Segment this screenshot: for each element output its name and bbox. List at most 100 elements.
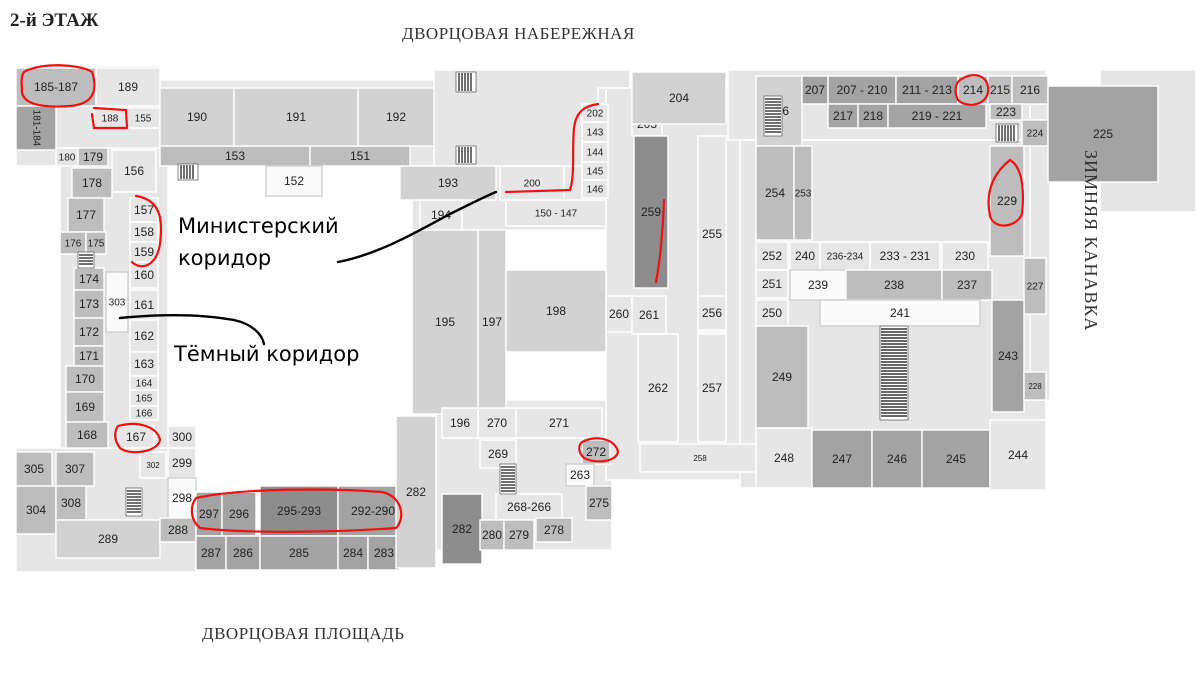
room-227[interactable]: 227 xyxy=(1023,257,1047,315)
room-216[interactable]: 216 xyxy=(1011,75,1049,105)
room-300[interactable]: 300 xyxy=(167,425,197,449)
room-185-187[interactable]: 185-187 xyxy=(15,67,97,107)
room-286[interactable]: 286 xyxy=(225,535,261,571)
room-192[interactable]: 192 xyxy=(357,87,435,147)
room-150-147[interactable]: 150 - 147 xyxy=(505,199,607,227)
room-275[interactable]: 275 xyxy=(585,485,613,521)
room-171[interactable]: 171 xyxy=(73,345,105,367)
room-246[interactable]: 246 xyxy=(871,429,923,489)
room-236-234[interactable]: 236-234 xyxy=(819,241,871,271)
room-196[interactable]: 196 xyxy=(441,407,479,439)
room-241[interactable]: 241 xyxy=(819,299,981,327)
room-207[interactable]: 207 xyxy=(801,75,829,105)
room-230[interactable]: 230 xyxy=(941,241,989,271)
room-229[interactable]: 229 xyxy=(989,145,1025,257)
room-197[interactable]: 197 xyxy=(477,229,507,415)
room-190[interactable]: 190 xyxy=(159,87,235,147)
room-217[interactable]: 217 xyxy=(827,103,859,129)
room-188[interactable]: 188 xyxy=(93,107,127,129)
room-248[interactable]: 248 xyxy=(755,427,813,489)
room-223[interactable]: 223 xyxy=(989,103,1023,121)
room-195[interactable]: 195 xyxy=(411,229,479,415)
room-191[interactable]: 191 xyxy=(233,87,359,147)
room-269[interactable]: 269 xyxy=(479,439,517,469)
room-278[interactable]: 278 xyxy=(535,517,573,543)
room-224[interactable]: 224 xyxy=(1021,119,1049,147)
room-168[interactable]: 168 xyxy=(65,421,109,449)
room-167[interactable]: 167 xyxy=(117,425,155,449)
room-189[interactable]: 189 xyxy=(95,67,161,107)
room-181-184[interactable]: 181-184 xyxy=(15,105,57,151)
room-204[interactable]: 204 xyxy=(631,71,727,125)
room-279[interactable]: 279 xyxy=(503,519,535,551)
room-180[interactable]: 180 xyxy=(55,147,79,167)
room-178[interactable]: 178 xyxy=(71,167,113,199)
room-193[interactable]: 193 xyxy=(399,165,497,201)
room-254[interactable]: 254 xyxy=(755,145,795,241)
room-307[interactable]: 307 xyxy=(55,451,95,487)
room-233-231[interactable]: 233 - 231 xyxy=(869,241,941,271)
room-257[interactable]: 257 xyxy=(697,333,727,443)
room-303[interactable]: 303 xyxy=(105,271,129,333)
room-262[interactable]: 262 xyxy=(637,333,679,443)
room-296[interactable]: 296 xyxy=(221,491,257,537)
room-261[interactable]: 261 xyxy=(631,295,667,335)
room-247[interactable]: 247 xyxy=(811,429,873,489)
room-288[interactable]: 288 xyxy=(159,517,197,543)
room-260[interactable]: 260 xyxy=(605,295,633,333)
room-305[interactable]: 305 xyxy=(15,451,53,487)
room-259[interactable]: 259 xyxy=(633,135,669,289)
room-282[interactable]: 282 xyxy=(395,415,437,569)
room-249[interactable]: 249 xyxy=(755,325,809,429)
room-163[interactable]: 163 xyxy=(129,351,159,377)
room-239[interactable]: 239 xyxy=(789,269,847,301)
room-253[interactable]: 253 xyxy=(793,145,813,241)
room-263[interactable]: 263 xyxy=(565,463,595,487)
room-215[interactable]: 215 xyxy=(987,75,1013,105)
room-157[interactable]: 157 xyxy=(129,197,159,223)
room-151[interactable]: 151 xyxy=(309,145,411,167)
room-153[interactable]: 153 xyxy=(159,145,311,167)
room-308[interactable]: 308 xyxy=(55,485,87,521)
room-179[interactable]: 179 xyxy=(77,147,109,167)
room-270[interactable]: 270 xyxy=(477,407,517,439)
room-146[interactable]: 146 xyxy=(581,179,609,199)
room-175[interactable]: 175 xyxy=(85,231,107,255)
room-172[interactable]: 172 xyxy=(73,317,105,347)
room-243[interactable]: 243 xyxy=(991,299,1025,413)
room-176[interactable]: 176 xyxy=(59,231,87,255)
room-295-293[interactable]: 295-293 xyxy=(259,485,339,537)
room-282b[interactable]: 282 xyxy=(441,493,483,565)
room-256[interactable]: 256 xyxy=(697,295,727,331)
room-200[interactable]: 200 xyxy=(499,165,565,201)
room-207-210[interactable]: 207 - 210 xyxy=(827,75,897,105)
room-283[interactable]: 283 xyxy=(367,535,401,571)
room-238[interactable]: 238 xyxy=(845,269,943,301)
room-219-221[interactable]: 219 - 221 xyxy=(887,103,987,129)
room-280[interactable]: 280 xyxy=(479,519,505,551)
room-162[interactable]: 162 xyxy=(129,319,159,353)
room-285[interactable]: 285 xyxy=(259,535,339,571)
room-250[interactable]: 250 xyxy=(755,299,789,327)
room-177[interactable]: 177 xyxy=(67,197,105,233)
room-244[interactable]: 244 xyxy=(989,419,1047,491)
room-169[interactable]: 169 xyxy=(65,391,105,423)
room-155[interactable]: 155 xyxy=(125,107,161,129)
room-237[interactable]: 237 xyxy=(941,269,993,301)
room-144[interactable]: 144 xyxy=(581,141,609,163)
room-228[interactable]: 228 xyxy=(1023,371,1047,401)
room-287[interactable]: 287 xyxy=(195,535,227,571)
room-165[interactable]: 165 xyxy=(129,389,159,407)
room-245[interactable]: 245 xyxy=(921,429,991,489)
room-173[interactable]: 173 xyxy=(73,289,105,319)
room-225[interactable]: 225 xyxy=(1047,85,1159,183)
room-174[interactable]: 174 xyxy=(73,267,105,291)
room-152[interactable]: 152 xyxy=(265,165,323,197)
room-268-266[interactable]: 268-266 xyxy=(495,493,563,521)
room-218[interactable]: 218 xyxy=(857,103,889,129)
room-164[interactable]: 164 xyxy=(129,375,159,391)
room-166[interactable]: 166 xyxy=(129,405,159,421)
room-170[interactable]: 170 xyxy=(65,365,105,393)
room-289[interactable]: 289 xyxy=(55,519,161,559)
room-284[interactable]: 284 xyxy=(337,535,369,571)
